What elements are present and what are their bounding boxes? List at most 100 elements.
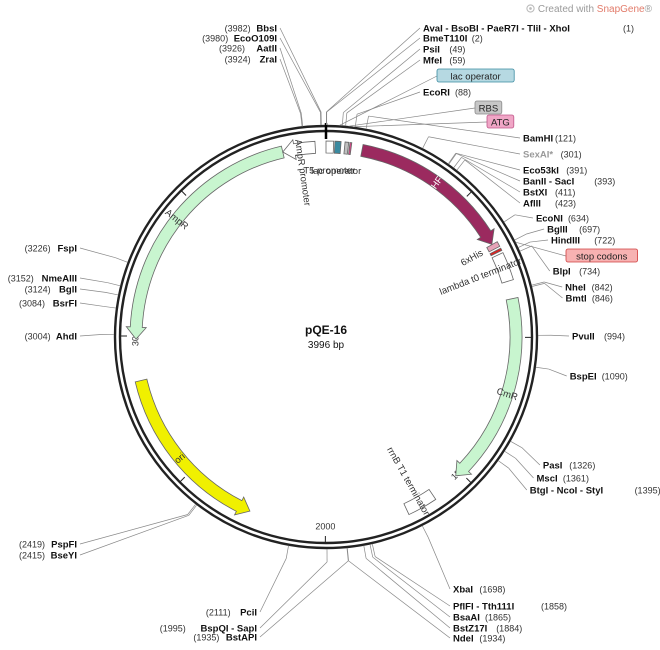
tag-label-rbs: RBS	[479, 104, 499, 115]
credit-brand: SnapGene	[596, 4, 645, 15]
tag-box-lac-operator	[436, 68, 515, 83]
enzyme-tick-econi	[503, 214, 516, 223]
enzyme-position: (1698)	[479, 585, 505, 595]
feature-rrnb-t1-terminator	[403, 488, 437, 516]
enzyme-tick-bspei	[535, 366, 549, 370]
enzyme-leader-psii	[343, 48, 421, 113]
credit-suffix: ®	[644, 4, 652, 15]
feature-label-t5-promoter: T5 promoter	[303, 166, 355, 177]
enzyme-position: (3226)	[25, 244, 51, 254]
enzyme-bseyi: BseYI(2415)	[19, 551, 77, 562]
enzyme-position: (49)	[449, 45, 465, 55]
tag-leader-rbs	[348, 107, 476, 127]
enzyme-tick-bglii	[514, 233, 527, 241]
enzyme-name: NdeI	[453, 634, 474, 645]
enzyme-name: PspFI	[51, 540, 77, 551]
enzyme-leader-fspi	[79, 247, 116, 259]
enzyme-tick-bamhi	[365, 115, 369, 129]
feature-dhfr	[360, 144, 495, 245]
enzyme-name: EcoRI	[423, 88, 450, 99]
enzyme-bstz17i: BstZ17I(1884)	[453, 624, 522, 635]
enzyme-name: BlpI	[553, 267, 571, 278]
enzyme-name: PasI	[543, 461, 563, 472]
feature-label-6xhis: 6xHis	[459, 248, 485, 269]
feature-label-lac-operator: lac operator	[311, 166, 361, 177]
enzyme-bbsi: BbsI(3982)	[225, 24, 277, 35]
enzyme-name: SexAI*	[523, 150, 553, 161]
enzyme-leader-zrai	[279, 58, 301, 114]
enzyme-name: EcoO109I	[234, 34, 277, 45]
enzyme-leader-pasi	[521, 447, 541, 466]
enzyme-tick-bstxi	[453, 157, 462, 168]
enzyme-leader-aatii	[279, 47, 302, 114]
enzyme-sexai: SexAI*(301)	[523, 150, 582, 161]
enzyme-position: (1361)	[563, 474, 589, 484]
enzyme-zrai: ZraI(3924)	[225, 55, 277, 66]
enzyme-leader-bstxi	[461, 157, 521, 193]
enzyme-position: (2111)	[206, 608, 231, 618]
enzyme-tick-pflfi-tth111i	[371, 543, 376, 557]
enzyme-ndei: NdeI(1934)	[453, 634, 505, 645]
enzyme-name: AflII	[523, 199, 541, 210]
enzyme-position: (2419)	[19, 540, 45, 550]
enzyme-name: MfeI	[423, 56, 442, 67]
enzyme-name: HindIII	[551, 236, 580, 247]
enzyme-leader-econi	[514, 214, 534, 219]
enzyme-name: ZraI	[260, 55, 277, 66]
enzyme-mfei: MfeI (59)	[423, 56, 465, 67]
enzyme-pvuii: PvuII(994)	[572, 332, 625, 343]
enzyme-bsrfi: BsrFI(3084)	[19, 299, 77, 310]
enzyme-position: (391)	[566, 166, 587, 176]
enzyme-bglii: BglII(697)	[547, 225, 600, 236]
enzyme-tick-bsaai	[369, 544, 374, 558]
enzyme-leader-blpi	[531, 245, 551, 272]
enzyme-position: (1884)	[496, 624, 522, 634]
enzyme-name: MscI	[537, 474, 558, 485]
enzyme-nmeaiii: NmeAIII(3152)	[8, 274, 77, 285]
enzyme-position: (59)	[449, 56, 465, 66]
enzyme-leader-bspqi-sapi	[259, 561, 328, 629]
enzyme-name: AvaI - BsoBI - PaeR7I - TliI - XhoI	[423, 24, 570, 35]
tick-500	[466, 191, 473, 197]
enzyme-leader-bseyi	[79, 515, 189, 556]
enzyme-bmti: BmtI(846)	[566, 294, 613, 305]
enzyme-position: (634)	[568, 214, 589, 224]
enzyme-name: NmeAIII	[42, 274, 77, 285]
enzyme-position: (697)	[579, 225, 600, 235]
enzyme-leader-bsrfi	[79, 302, 104, 307]
enzyme-tick-nmeaiii	[107, 282, 121, 287]
enzyme-name: BmeT110I	[423, 34, 467, 45]
enzyme-position: (1858)	[541, 602, 567, 612]
tag-label-lac-operator: lac operator	[451, 72, 501, 83]
enzyme-name: EcoNI	[536, 214, 563, 225]
enzyme-leader-ecoo109i	[279, 37, 321, 113]
enzyme-bstxi: BstXI(411)	[523, 188, 575, 199]
enzyme-name: XbaI	[453, 585, 473, 596]
enzyme-name: NheI	[565, 283, 586, 294]
enzyme-leader-bmti	[544, 283, 563, 299]
enzyme-position: (1090)	[602, 372, 628, 382]
enzyme-position: (411)	[555, 188, 575, 198]
tag-box-atg	[486, 114, 515, 129]
enzyme-leader-nhei	[544, 281, 563, 288]
enzyme-leader-bstz17i	[365, 558, 451, 629]
enzyme-ecoo109i: EcoO109I(3980)	[202, 34, 277, 45]
backbone-outer-strand	[113, 124, 539, 550]
enzyme-tick-pcii	[285, 545, 289, 559]
enzyme-bmet110i: BmeT110I(2)	[423, 34, 483, 45]
enzyme-name: Eco53kI	[523, 166, 559, 177]
enzyme-leader-ndei	[348, 560, 451, 639]
enzyme-tick-bmti	[531, 283, 545, 287]
enzyme-avai-bsobi-paer7i-tlii-xhoi: AvaI - BsoBI - PaeR7I - TliI - XhoI(1)	[423, 24, 634, 35]
tag-leader-atg	[352, 121, 488, 128]
enzyme-tick-fspi	[115, 257, 128, 263]
enzyme-tick-mfei	[345, 112, 348, 126]
enzyme-leader-mfei	[346, 59, 421, 114]
enzyme-aatii: AatII(3926)	[219, 44, 277, 55]
enzyme-tick-xbai	[422, 525, 429, 538]
enzyme-leader-banii-saci	[456, 153, 521, 182]
enzyme-position: (1326)	[569, 461, 595, 471]
enzyme-leader-xbai	[427, 537, 451, 590]
enzyme-bsaai: BsaAI(1865)	[453, 613, 511, 624]
enzyme-tick-banii-saci	[448, 153, 457, 165]
